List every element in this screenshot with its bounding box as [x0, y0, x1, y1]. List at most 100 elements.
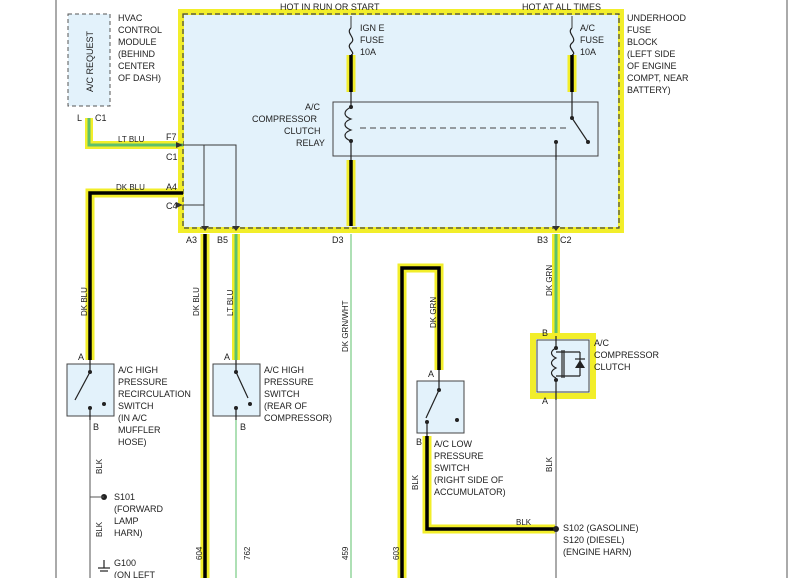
recirc-label-1: A/C HIGH: [118, 365, 158, 375]
low-label-2: PRESSURE: [434, 451, 484, 461]
wire-dk-blu-top: DK BLU: [116, 183, 145, 192]
s102-splice-dot: [553, 526, 559, 532]
s102-label-1: S102 (GASOLINE): [563, 523, 639, 533]
highlighted-wires: [85, 55, 577, 578]
connector-arrows: [176, 142, 560, 231]
wire-dk-blu-left: DK BLU: [80, 287, 89, 316]
clutch-terminal-bottom: [554, 378, 558, 382]
conn-d3: D3: [332, 235, 344, 245]
hvac-label-4: (BEHIND: [118, 49, 156, 59]
s101-label-2: (FORWARD: [114, 504, 163, 514]
hvac-module-box: [67, 13, 111, 107]
low-switch-terminals: [425, 388, 459, 424]
g100-ground-icon: [98, 560, 110, 572]
low-pin-b: B: [416, 437, 422, 447]
low-label-3: SWITCH: [434, 463, 470, 473]
recirc-pin-a: A: [78, 352, 84, 362]
ac-fuse-icon: [569, 27, 575, 56]
relay-terminals: [349, 105, 590, 144]
conn-f7: F7: [166, 132, 177, 142]
conn-a4: A4: [166, 182, 177, 192]
low-label-5: ACCUMULATOR): [434, 487, 506, 497]
ac-fuse-label-1: A/C: [580, 23, 596, 33]
wire-num-604: 604: [195, 546, 204, 560]
s101-label-3: LAMP: [114, 516, 139, 526]
wire-num-603: 603: [392, 546, 401, 560]
relay-label-1: A/C: [305, 102, 321, 112]
recirc-switch-terminals: [88, 370, 106, 410]
wire-num-762: 762: [243, 546, 252, 560]
clutch-diode-icon: [575, 360, 585, 368]
wire-blk-low: BLK: [411, 474, 420, 490]
wire-dk-grn-low: DK GRN: [429, 297, 438, 328]
fuse-block-label-6: COMPT, NEAR: [627, 73, 689, 83]
high-label-1: A/C HIGH: [264, 365, 304, 375]
s101-label-1: S101: [114, 492, 135, 502]
clutch-label-1: A/C: [594, 338, 610, 348]
g100-label-1: G100: [114, 558, 136, 568]
conn-c2: C2: [560, 235, 572, 245]
wire-lt-blu-top: LT BLU: [118, 135, 145, 144]
thin-wires: [89, 16, 573, 578]
ign-fuse-label-2: FUSE: [360, 35, 384, 45]
hvac-pin-l: L: [77, 113, 82, 123]
s102-label-2: S120 (DIESEL): [563, 535, 625, 545]
clutch-terminal-top: [554, 346, 558, 350]
low-label-4: (RIGHT SIDE OF: [434, 475, 504, 485]
green-highlighted-wires: [85, 118, 560, 360]
conn-b3: B3: [537, 235, 548, 245]
wire-blk-left: BLK: [95, 458, 104, 474]
hvac-label-6: OF DASH): [118, 73, 161, 83]
ac-fuse-label-3: 10A: [580, 47, 596, 57]
g100-label-2: (ON LEFT: [114, 570, 156, 578]
ign-fuse-icon: [348, 27, 354, 56]
fuse-block-label-2: FUSE: [627, 25, 651, 35]
high-pin-b: B: [240, 422, 246, 432]
hvac-pin-c1: C1: [95, 113, 107, 123]
hvac-label-2: CONTROL: [118, 25, 162, 35]
clutch-pin-b: B: [542, 328, 548, 338]
wire-blk-bottom: BLK: [516, 518, 532, 527]
fuse-block-label-1: UNDERHOOD: [627, 13, 687, 23]
fuse-block-border: [182, 13, 620, 229]
hot-in-run-label: HOT IN RUN OR START: [280, 2, 380, 12]
low-pin-a: A: [428, 369, 434, 379]
fuse-block-label-7: BATTERY): [627, 85, 671, 95]
s101-label-4: HARN): [114, 528, 143, 538]
high-pin-a: A: [224, 352, 230, 362]
clutch-label-2: COMPRESSOR: [594, 350, 660, 360]
recirc-label-5: (IN A/C: [118, 413, 148, 423]
wire-num-459: 459: [341, 546, 350, 560]
relay-switch-icon: [555, 92, 589, 160]
relay-label-2: COMPRESSOR: [252, 114, 318, 124]
wire-blk-left2: BLK: [95, 521, 104, 537]
s102-label-3: (ENGINE HARN): [563, 547, 632, 557]
high-switch-terminals: [234, 370, 252, 410]
wire-dk-grn-right: DK GRN: [545, 265, 554, 296]
recirc-label-3: RECIRCULATION: [118, 389, 191, 399]
low-switch-icon: [425, 370, 440, 436]
hvac-label-1: HVAC: [118, 13, 143, 23]
wire-blk-right: BLK: [545, 456, 554, 472]
wire-dk-grn-wht: DK GRN/WHT: [341, 300, 350, 352]
high-label-2: PRESSURE: [264, 377, 314, 387]
wire-dk-blu-mid: DK BLU: [192, 287, 201, 316]
conn-c1: C1: [166, 152, 178, 162]
hvac-label-5: CENTER: [118, 61, 156, 71]
ac-request-label: A/C REQUEST: [85, 30, 95, 92]
relay-label-3: CLUTCH: [284, 126, 321, 136]
relay-coil-icon: [344, 92, 353, 160]
fuse-block-label-5: OF ENGINE: [627, 61, 677, 71]
fuse-block-label-4: (LEFT SIDE: [627, 49, 675, 59]
wire-lt-blu-mid: LT BLU: [226, 289, 235, 316]
conn-a3: A3: [186, 235, 197, 245]
hvac-label-3: MODULE: [118, 37, 157, 47]
recirc-label-7: HOSE): [118, 437, 147, 447]
high-label-4: (REAR OF: [264, 401, 308, 411]
relay-label-4: RELAY: [296, 138, 325, 148]
high-label-3: SWITCH: [264, 389, 300, 399]
clutch-pin-a: A: [542, 396, 548, 406]
low-label-1: A/C LOW: [434, 439, 473, 449]
relay-box: [332, 101, 599, 157]
